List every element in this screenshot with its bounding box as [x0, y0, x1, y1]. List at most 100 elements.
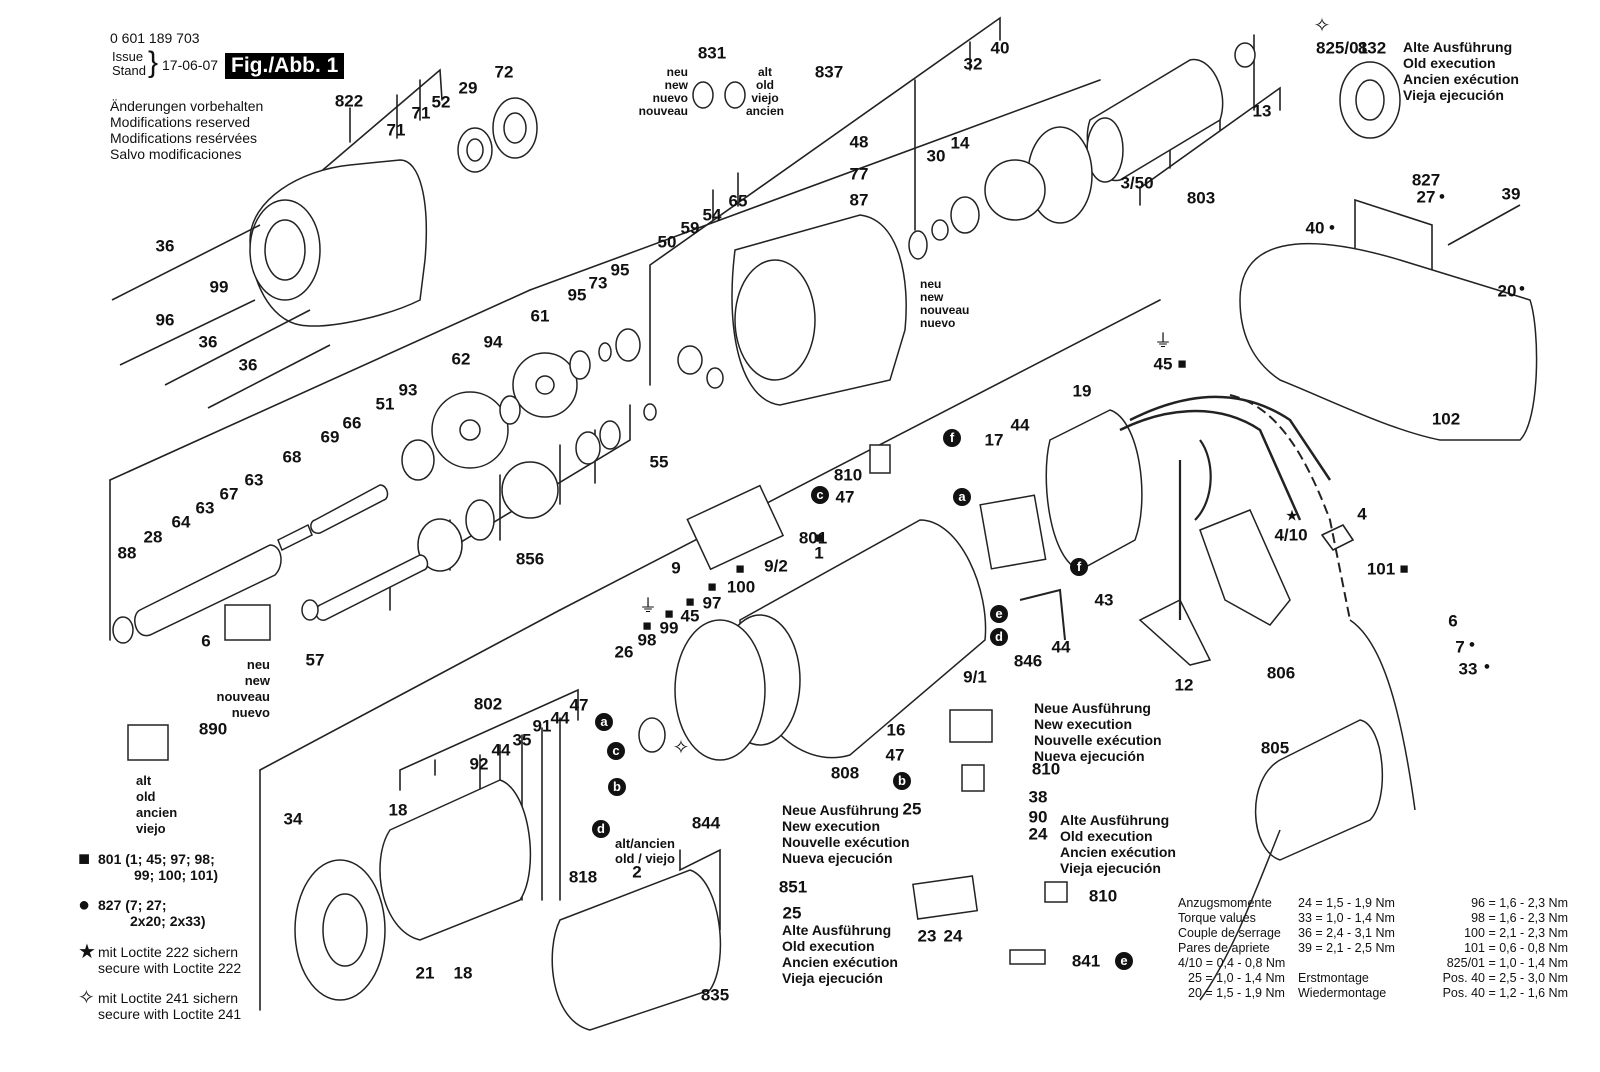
disclaimer: Änderungen vorbehalten Modifications res… — [110, 98, 263, 162]
part-label: 27 — [1416, 187, 1436, 207]
part-label: 36 — [155, 236, 175, 256]
torque-value: Pos. 40 = 2,5 - 3,0 Nm — [1442, 971, 1568, 985]
txt: Neue Ausführung — [1034, 700, 1151, 716]
part-label: 57 — [305, 650, 325, 670]
bolt-36 — [111, 224, 261, 301]
stand-label: Stand — [112, 63, 146, 78]
part-label: 45 — [1153, 354, 1173, 374]
part-label: 851 — [778, 877, 808, 897]
part-label: 856 — [515, 549, 545, 569]
txt: nuevo — [652, 91, 688, 105]
torque-value: 39 = 2,1 - 2,5 Nm — [1298, 941, 1395, 955]
old-execution-note-right: Alte Ausführung Old execution Ancien exé… — [1060, 812, 1176, 876]
part-label: 72 — [494, 62, 514, 82]
disclaimer-de: Änderungen vorbehalten — [110, 98, 264, 114]
torque-value: 33 = 1,0 - 1,4 Nm — [1298, 911, 1395, 925]
part-label: 25 — [902, 799, 922, 819]
part-label: 71 — [411, 103, 431, 123]
callout-badge: a — [595, 713, 613, 731]
dot-mark-icon: ● — [1328, 221, 1336, 234]
brace-symbol: } — [148, 46, 159, 79]
txt: nouveau — [920, 303, 970, 317]
square-mark-icon: ■ — [642, 617, 652, 635]
part-label: 16 — [886, 720, 906, 740]
part-label: 832 — [1357, 38, 1387, 58]
torque-value: 36 = 2,4 - 3,1 Nm — [1298, 926, 1395, 940]
spindle-28 — [134, 544, 282, 637]
circle-icon: ● — [78, 894, 91, 916]
txt: new — [664, 78, 688, 92]
new-execution-note-right: Neue Ausführung New execution Nouvelle e… — [1034, 700, 1162, 764]
part-label: 101 — [1366, 559, 1396, 579]
bracket-822 — [269, 68, 443, 216]
torque-value: 24 = 1,5 - 1,9 Nm — [1298, 896, 1395, 910]
callout-badge: f — [1070, 558, 1088, 576]
part-label: 24 — [943, 926, 963, 946]
bracket-4 — [1321, 523, 1355, 552]
txt: Neue Ausführung — [782, 802, 899, 818]
txt: nuevo — [231, 705, 270, 720]
part-label: 43 — [1094, 590, 1114, 610]
bracket-844 — [679, 848, 721, 931]
old-execution-note-middle: Alte Ausführung Old execution Ancien exé… — [782, 922, 898, 986]
part-label: 24 — [1028, 824, 1048, 844]
txt: mit Loctite 222 sichern — [98, 944, 239, 960]
part-label: 39 — [1501, 184, 1521, 204]
txt: ancien — [136, 805, 178, 820]
issue-stand-label: Issue Stand — [112, 50, 146, 78]
callout-badge: b — [893, 772, 911, 790]
handle-housing-827 — [1239, 242, 1538, 441]
part-label: 2 — [632, 862, 642, 882]
star-mark-icon: ★ — [1285, 507, 1299, 525]
part-label: 34 — [283, 809, 303, 829]
txt: Vieja ejecución — [1403, 87, 1504, 103]
old-label-890: alt old ancien viejo — [136, 773, 177, 837]
part-label: 45 — [680, 606, 700, 626]
txt: neu — [246, 657, 270, 672]
square-icon: ■ — [78, 848, 91, 870]
part-label: 890 — [198, 719, 228, 739]
part-label: 33 — [1458, 659, 1478, 679]
part-label: 837 — [814, 62, 844, 82]
part-label: 35 — [512, 730, 532, 750]
torque-value: 20 = 1,5 - 1,9 Nm — [1188, 986, 1285, 1000]
txt: viejo — [751, 91, 779, 105]
txt: nuevo — [920, 316, 956, 330]
part-label: 44 — [1051, 637, 1071, 657]
part-label: 95 — [610, 260, 630, 280]
part-label: 98 — [637, 630, 657, 650]
dot-mark-icon: ● — [1438, 190, 1446, 203]
part-label: 827 — [1411, 170, 1441, 190]
square-mark-icon: ■ — [1399, 560, 1409, 578]
torque-label: Wiedermontage — [1298, 986, 1387, 1000]
bracket-837 — [649, 16, 1001, 386]
part-label: 14 — [950, 133, 970, 153]
torque-value: 98 = 1,6 - 2,3 Nm — [1471, 911, 1568, 925]
txt: viejo — [136, 821, 166, 836]
legend-diamond-star: ✧ mit Loctite 241 sichern secure with Lo… — [78, 988, 242, 1022]
bolt-36b — [164, 309, 311, 386]
torque-label: Erstmontage — [1298, 971, 1369, 985]
part-label: 88 — [117, 543, 137, 563]
part-label: 92 — [469, 754, 489, 774]
diamond-star-mark-icon: ✧ — [1313, 15, 1331, 37]
part-label: 4 — [1357, 504, 1367, 524]
torque-title: Anzugsmomente — [1178, 896, 1272, 910]
part-label: 66 — [342, 413, 362, 433]
txt: Nouvelle exécution — [782, 834, 910, 850]
square-mark-icon: ■ — [685, 593, 695, 611]
figure-label: Fig./Abb. 1 — [225, 53, 345, 79]
old-execution-note-top: Alte Ausführung Old execution Ancien exé… — [1403, 39, 1519, 103]
part-label: 51 — [375, 394, 395, 414]
torque-value: 101 = 0,6 - 0,8 Nm — [1464, 941, 1568, 955]
part-label: 28 — [143, 527, 163, 547]
part-label: 40 — [990, 38, 1010, 58]
txt: alt — [136, 773, 152, 788]
part-label: 99 — [209, 277, 229, 297]
part-label: 805 — [1260, 738, 1290, 758]
legend-square: ■ 801 (1; 45; 97; 98; 99; 100; 101) — [78, 848, 218, 883]
txt: secure with Loctite 241 — [98, 1006, 242, 1022]
part-label: 47 — [885, 745, 905, 765]
part-label: 102 — [1431, 409, 1461, 429]
